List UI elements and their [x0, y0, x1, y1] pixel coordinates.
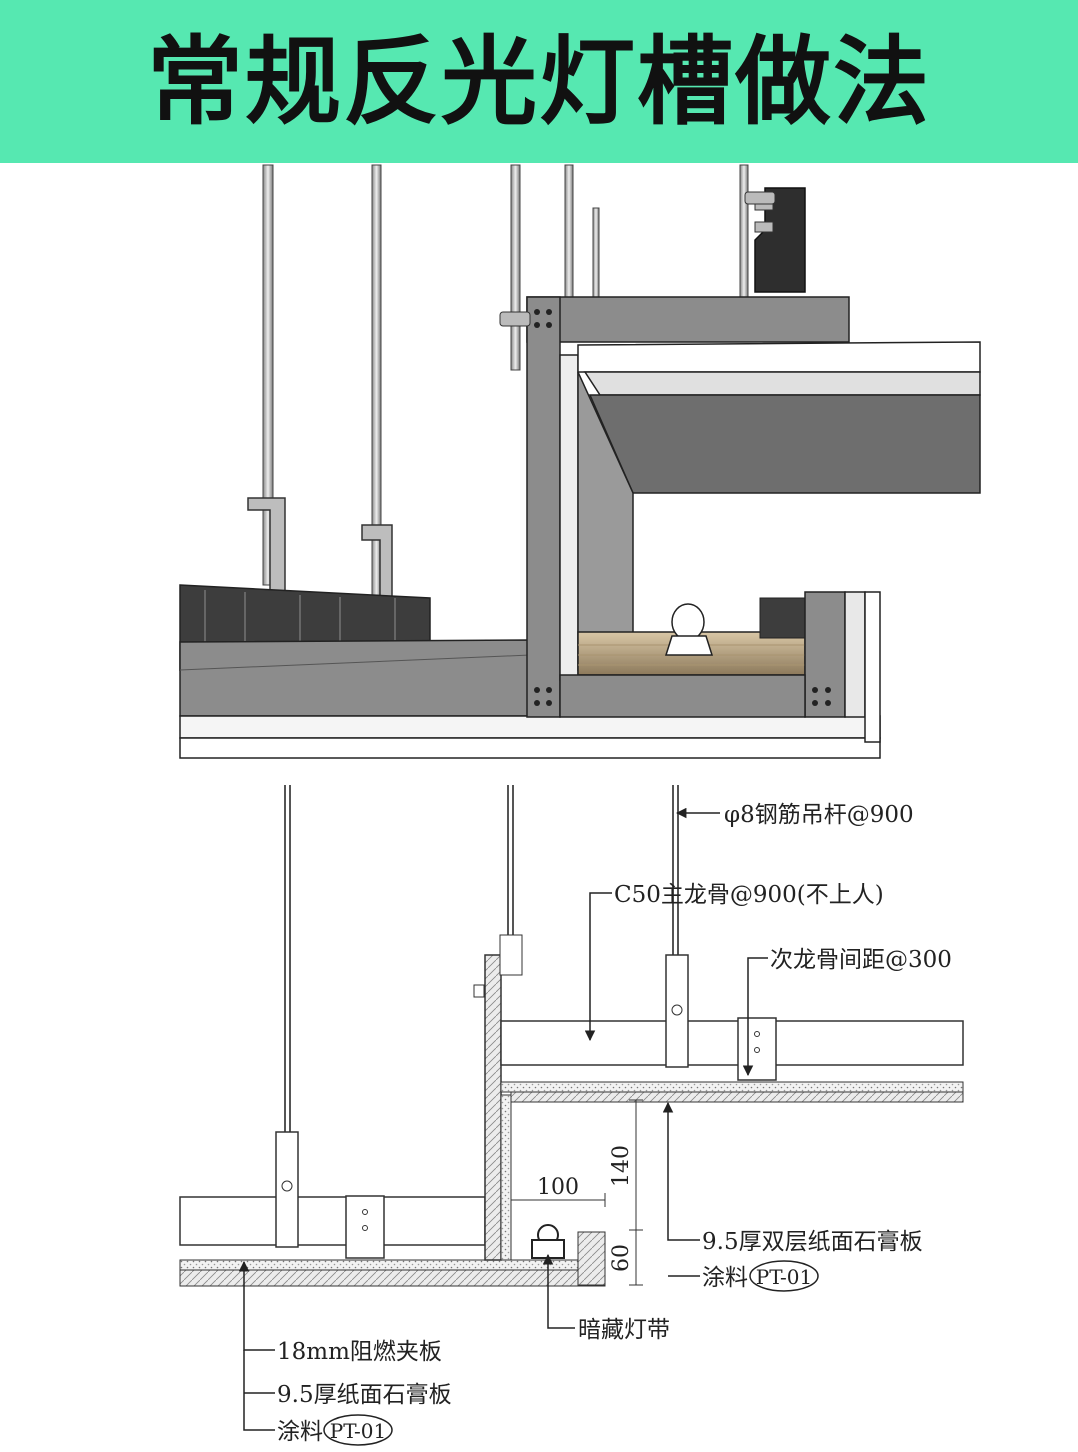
dim-lip-height: 60 [609, 1244, 634, 1272]
isometric-view [179, 164, 981, 759]
dim-drop-height: 140 [609, 1145, 634, 1187]
tag-outline-left [323, 1414, 393, 1446]
ceiling-board-left-3d [179, 639, 881, 759]
label-main-keel: C50主龙骨@900(不上人) [614, 882, 884, 908]
tag-paint-left: PT-01 [330, 1419, 386, 1443]
bracket-3d [754, 187, 806, 293]
upper-ceiling-2d [500, 954, 964, 1103]
trough-wall-2d [473, 934, 606, 1286]
label-paint-right: 涂料 [702, 1265, 748, 1291]
label-plywood: 18mm阻燃夹板 [277, 1339, 442, 1365]
label-hanger-rod: φ8钢筋吊杆@900 [724, 802, 914, 828]
dimension-lines [510, 1099, 643, 1286]
trough-base-3d [559, 591, 881, 743]
dim-groove-width: 100 [537, 1175, 579, 1200]
label-gypsum: 9.5厚纸面石膏板 [277, 1382, 452, 1408]
label-hidden-light: 暗藏灯带 [578, 1317, 670, 1343]
leader-lines [238, 807, 768, 1431]
label-sub-keel: 次龙骨间距@300 [770, 947, 952, 973]
tag-paint-right: PT-01 [756, 1265, 812, 1289]
label-paint-left: 涂料 [277, 1419, 323, 1445]
tag-outline-right [749, 1260, 819, 1292]
title-banner: 常规反光灯槽做法 [0, 0, 1078, 163]
section-view: 100 140 60 φ8钢筋吊杆@900 C50主龙骨@900(不上人) 次龙… [179, 785, 964, 1446]
label-double-gypsum: 9.5厚双层纸面石膏板 [702, 1229, 923, 1255]
led-strip-icon [531, 1224, 565, 1259]
page-title: 常规反光灯槽做法 [147, 26, 931, 138]
lower-ceiling-2d [179, 1131, 606, 1287]
rod-nut-3d [499, 191, 776, 327]
upper-ceiling-3d [577, 341, 981, 671]
hanger-rods-2d [284, 785, 679, 1135]
